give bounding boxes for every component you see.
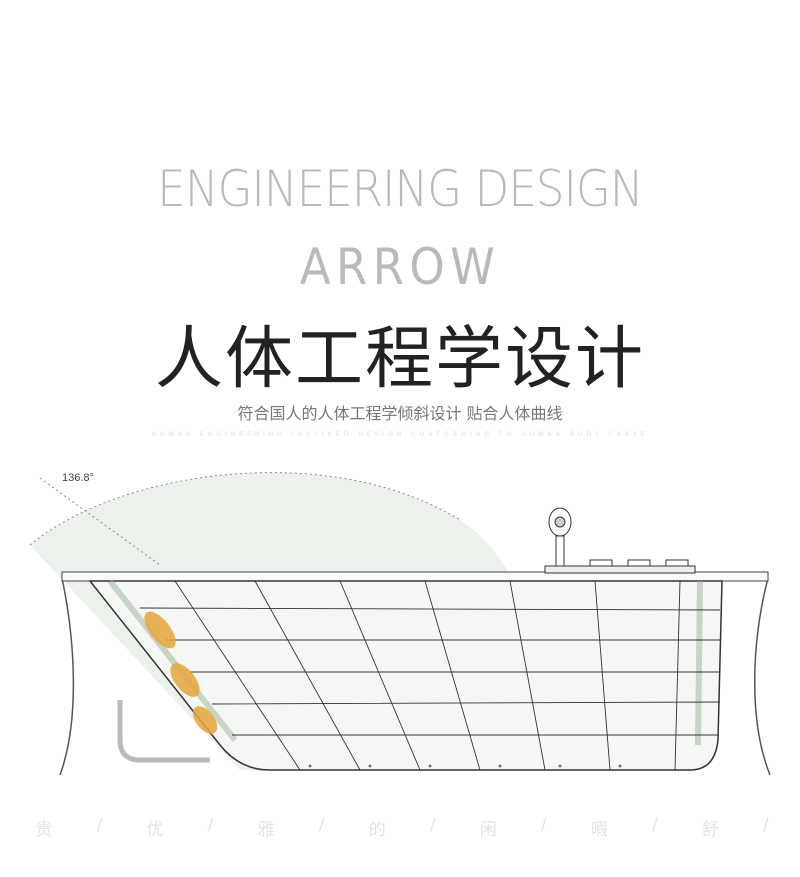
slogan-separator: / (96, 815, 103, 835)
grid-lines (139, 580, 721, 771)
slogan-separator: / (429, 815, 436, 835)
drain-pipe (117, 700, 210, 763)
recline-arc-dotted (29, 472, 461, 546)
slogan-separator: / (318, 815, 325, 835)
pillows (144, 611, 218, 734)
title-cn: 人体工程学设计 (154, 320, 645, 399)
slogan-char: 闲 (479, 820, 497, 840)
shower-head (544, 507, 696, 574)
title-en-line1: ENGINEERING DESIGN (157, 160, 643, 218)
slogan-separator: / (207, 815, 214, 835)
slogan-separator: / (763, 815, 769, 835)
slogan-char: 暇 (590, 820, 608, 840)
slogan-char: 优 (146, 820, 164, 840)
tub-basin (88, 580, 723, 771)
jets (308, 764, 622, 768)
title-en-line2: ARROW (299, 238, 501, 296)
bottom-slogan: 贵 / 优 / 雅 / 的 / 闲 / 暇 / 舒 / (20, 815, 790, 840)
slogan-char: 的 (368, 820, 386, 840)
subtitle-cn: 符合国人的人体工程学倾斜设计 贴合人体曲线 (237, 404, 563, 423)
slogan-char: 贵 (35, 820, 53, 840)
slogan-char: 雅 (257, 820, 275, 840)
bathtub-illustration (29, 472, 771, 776)
slogan-char: 舒 (701, 820, 719, 840)
slogan-separator: / (651, 815, 658, 835)
slogan-separator: / (540, 815, 547, 835)
tub-shell (59, 577, 771, 776)
angle-label: 136.8° (62, 472, 94, 484)
subtitle-en: HUMAN ENGINEERING INCLINED DESIGN CONFOR… (151, 431, 649, 438)
